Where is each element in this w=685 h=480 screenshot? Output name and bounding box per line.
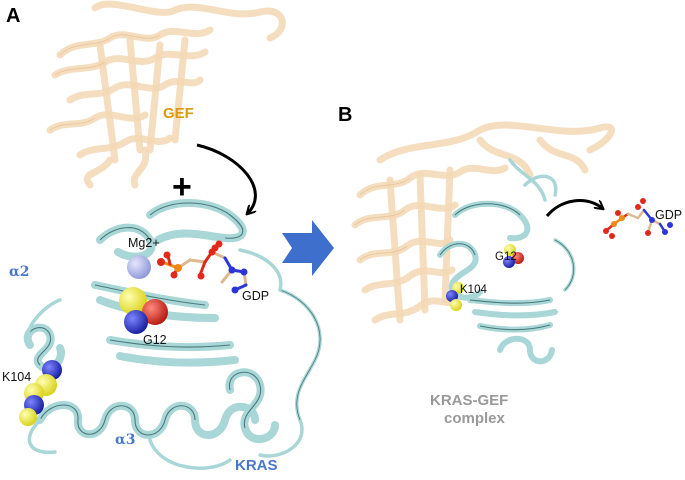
gef-structure-a (46, 0, 286, 189)
gdp-label-b: GDP (655, 208, 682, 222)
gdp-label-a: GDP (242, 289, 269, 303)
complex-label-line1: KRAS-GEF (430, 392, 508, 409)
gdp-molecule-a (157, 240, 248, 294)
gef-structure-b (351, 121, 615, 324)
panel-letter-a: A (6, 5, 20, 27)
binding-arrow-icon (196, 143, 257, 213)
plus-sign: + (172, 168, 192, 206)
g12-residue-b (503, 244, 524, 268)
transition-arrow-icon (282, 220, 334, 276)
k104-residue-a (19, 360, 62, 426)
k104-residue-b (446, 282, 464, 311)
panel-letter-b: B (338, 104, 352, 126)
panel-a: A GEF + (2, 0, 322, 474)
alpha3-label: α3 (115, 432, 136, 448)
kras-structure-a (23, 199, 322, 470)
kras-label: KRAS (235, 457, 278, 474)
kras-structure-b (437, 158, 576, 365)
complex-label-line2: complex (444, 410, 506, 427)
mg-label: Mg2+ (128, 236, 160, 250)
alpha2-label: α2 (9, 264, 30, 280)
panel-b: B (338, 104, 682, 427)
g12-label-b: G12 (495, 251, 517, 263)
k104-label-b: K104 (460, 284, 487, 296)
k104-label-a: K104 (2, 370, 31, 384)
gef-label-a: GEF (163, 105, 194, 122)
g12-label-a: G12 (143, 333, 167, 347)
magnesium-sphere (127, 255, 151, 279)
release-arrow-icon (545, 199, 602, 217)
gdp-molecule-b (603, 198, 673, 239)
g12-residue-a (119, 287, 168, 334)
